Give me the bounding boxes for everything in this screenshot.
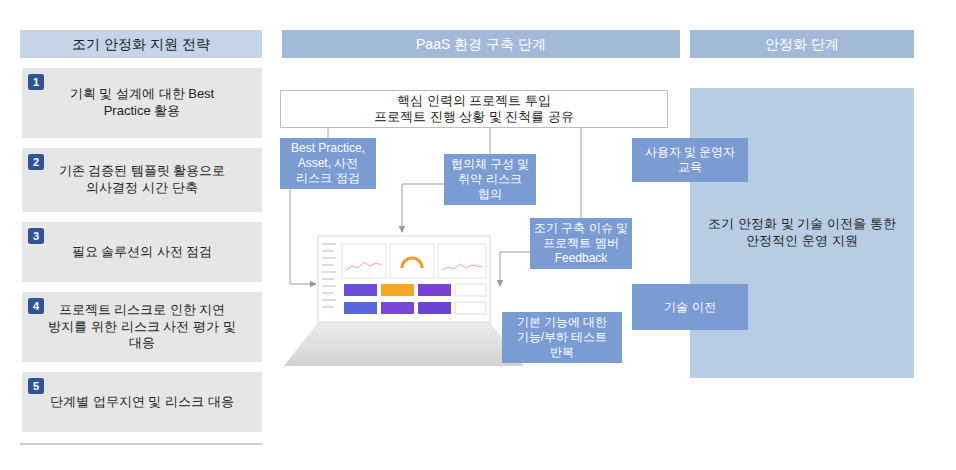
strategy-box: 5 단계별 업무지연 및 리스크 대응 (22, 372, 262, 432)
box-text: 안정화 단계 (765, 35, 839, 53)
summary-box: 핵심 인력의 프로젝트 투입프로젝트 진행 상황 및 진척률 공유 (280, 90, 668, 128)
dashboard-tile (344, 284, 377, 296)
strategy-box: 2기존 검증된 템플릿 활용으로 의사결정 시간 단축 (22, 148, 262, 212)
callout-number: 4 (28, 298, 44, 314)
box-text: 조기 안정화 지원 전략 (72, 35, 210, 53)
activity-box: 협의체 구성 및 취약 리스크 협의 (444, 154, 536, 205)
stabilization-panel: 조기 안정화 및 기술 이전을 통한 안정적인 운영 지원 (690, 88, 914, 378)
box-text: 조기 구축 이슈 및 프로젝트 멤버 Feedback (534, 221, 628, 266)
dashboard-card (438, 244, 486, 278)
callout-number: 1 (28, 74, 44, 90)
dashboard-sidebar (322, 244, 336, 307)
connector-line (328, 128, 329, 138)
box-text: 핵심 인력의 프로젝트 투입 (397, 93, 551, 109)
activity-box: 조기 구축 이슈 및 프로젝트 멤버 Feedback (530, 218, 632, 269)
activity-box: Best Practice, Asset, 사전 리스크 점검 (280, 138, 376, 189)
divider-line (20, 444, 262, 445)
leader-arrow (500, 252, 530, 286)
activity-box: 기술 이전 (632, 284, 748, 330)
dashboard-card (342, 244, 386, 278)
activity-box: 사용자 및 운영자 교육 (632, 138, 748, 182)
box-text: PaaS 환경 구축 단계 (416, 35, 546, 53)
callout-number: 3 (28, 228, 44, 244)
dashboard-card (390, 244, 434, 278)
box-text: Best Practice, Asset, 사전 리스크 점검 (284, 141, 372, 186)
box-text: 단계별 업무지연 및 리스크 대응 (50, 394, 233, 411)
dashboard-tile (381, 302, 414, 314)
leader-arrow (402, 184, 444, 232)
mini-chart (346, 262, 382, 270)
dashboard-base (284, 322, 524, 366)
strategy-box: 3 필요 솔루션의 사전 점검 (22, 222, 262, 282)
box-text: 조기 안정화 및 기술 이전을 통한 안정적인 운영 지원 (704, 216, 900, 250)
dashboard-tile (344, 302, 377, 314)
connector-line (581, 128, 582, 218)
dashboard-screen (318, 236, 490, 322)
callout-number: 5 (28, 378, 44, 394)
phase-header: PaaS 환경 구축 단계 (282, 30, 680, 58)
strategy-box: 4프로젝트 리스크로 인한 지연 방지를 위한 리스크 사전 평가 및 대응 (22, 292, 262, 362)
mini-gauge (402, 258, 422, 268)
box-text: 기존 검증된 템플릿 활용으로 의사결정 시간 단축 (48, 163, 236, 197)
leader-arrow (290, 189, 316, 284)
section-header: 조기 안정화 지원 전략 (20, 30, 262, 58)
dashboard-tile (418, 284, 451, 296)
dashboard-illustration (284, 236, 524, 366)
strategy-box: 1기획 및 설계에 대한 Best Practice 활용 (22, 68, 262, 138)
dashboard-tile (455, 302, 486, 314)
dashboard-tile (418, 302, 451, 314)
box-text: 사용자 및 운영자 교육 (636, 145, 744, 175)
box-text: 기술 이전 (664, 300, 715, 315)
box-text: 기획 및 설계에 대한 Best Practice 활용 (48, 86, 236, 120)
box-text: 필요 솔루션의 사전 점검 (72, 244, 213, 261)
connector-line (490, 128, 491, 154)
box-text: 기본 기능에 대한 기능/부하 테스트 반복 (506, 315, 618, 360)
callout-number: 2 (28, 154, 44, 170)
phase-header: 안정화 단계 (690, 30, 914, 58)
dashboard-tile (381, 284, 414, 296)
box-text: 프로젝트 리스크로 인한 지연 방지를 위한 리스크 사전 평가 및 대응 (48, 302, 236, 353)
box-text: 협의체 구성 및 취약 리스크 협의 (448, 157, 532, 202)
mini-chart (442, 264, 482, 270)
activity-box: 기본 기능에 대한 기능/부하 테스트 반복 (502, 312, 622, 363)
dashboard-tile (455, 284, 486, 296)
box-text: 프로젝트 진행 상황 및 진척률 공유 (374, 109, 574, 125)
